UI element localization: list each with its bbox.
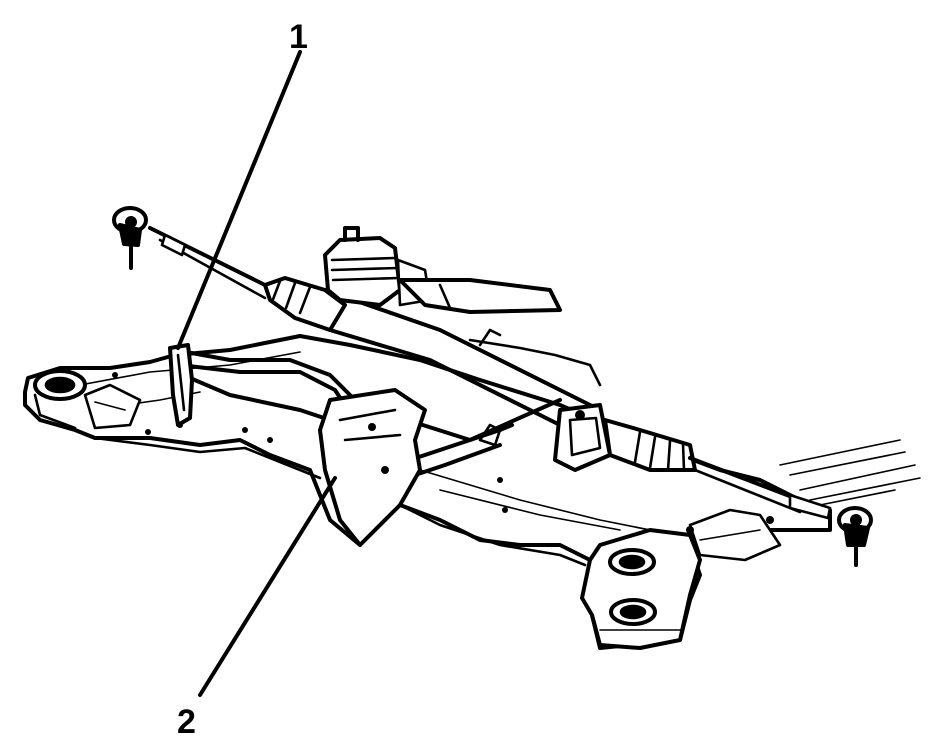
callout-2: 2 [177,476,337,741]
leader-line-1 [176,50,302,350]
steering-gear-rack [112,206,873,567]
callout-label-1: 1 [289,18,308,56]
callout-1: 1 [176,18,308,350]
line-bracket [168,343,194,427]
frame-rail-right [779,439,921,506]
callout-label-2: 2 [177,703,196,741]
front-crossmember [23,334,832,650]
heat-shield [318,388,427,547]
leader-line-2 [198,476,337,697]
right-mount-bracket [580,508,782,650]
